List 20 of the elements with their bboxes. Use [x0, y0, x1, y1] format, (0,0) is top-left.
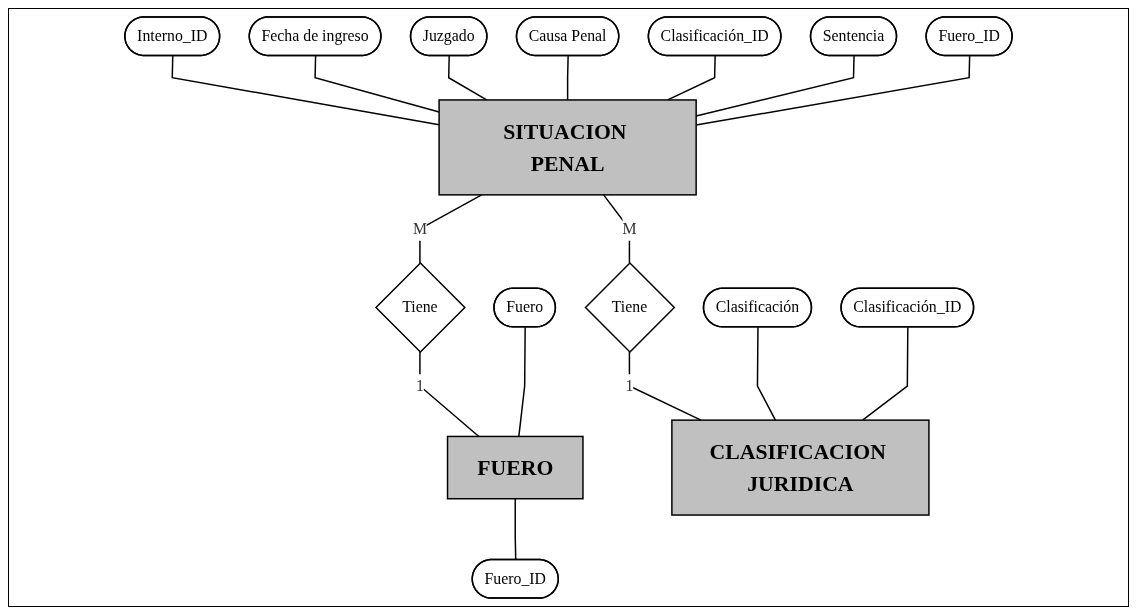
connector [861, 326, 909, 421]
connector [518, 326, 526, 438]
connector [756, 326, 777, 421]
connector [514, 498, 517, 561]
node-box: FUERO [446, 435, 584, 500]
connector [419, 351, 480, 438]
node-diamond: Tiene [374, 262, 466, 353]
connector [566, 55, 569, 101]
connector [628, 351, 702, 421]
node-box: SITUACION PENAL [438, 99, 697, 196]
edge-label: M [412, 220, 427, 237]
connector [171, 55, 440, 126]
connector [667, 55, 716, 101]
edge-label: 1 [415, 377, 424, 394]
edge-label: M [622, 220, 637, 237]
node-box: CLASIFICACION JURIDICA [671, 419, 930, 516]
node-diamond: Tiene [584, 262, 676, 353]
edge-label: 1 [625, 377, 634, 394]
connector [447, 55, 488, 101]
connector [314, 55, 440, 113]
